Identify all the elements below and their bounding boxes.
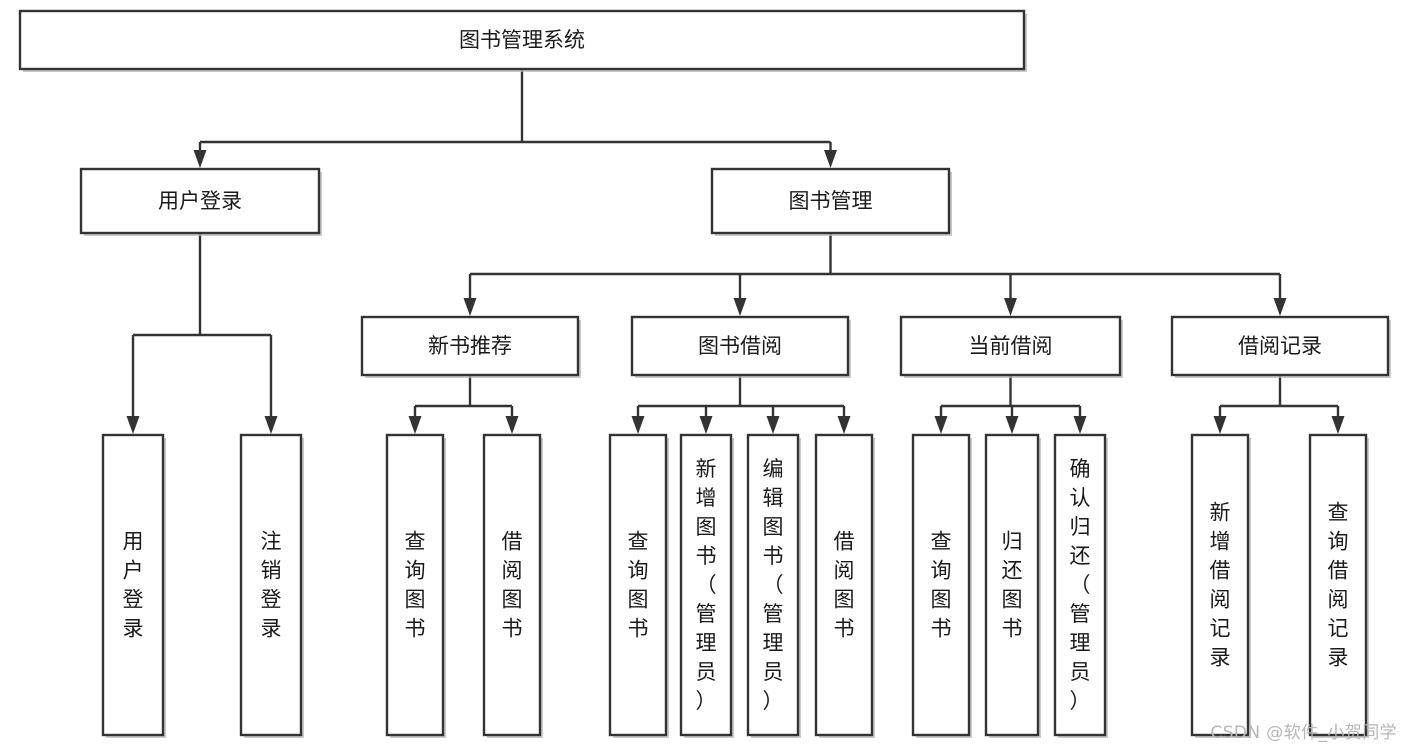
node-label: 查询图书 [931,530,952,641]
node-label: 图书借阅 [698,334,782,358]
node-label: 新增图书（管理员） [696,457,717,713]
node-label: 图书管理 [789,189,873,213]
node-label: 编辑图书（管理员） [763,457,784,713]
arrow-head-icon [824,150,837,168]
node-rect [360,315,580,377]
node-label: 注销登录 [261,530,282,641]
node-leaf-cur-confirm[interactable]: 确认归还（管理员） [1053,433,1108,738]
node-new-book-rec[interactable]: 新书推荐 [360,315,581,378]
arrow-head-icon [1213,416,1227,434]
node-leaf-cur-query[interactable]: 查询图书 [911,433,972,738]
node-label: 用户登录 [158,189,242,213]
node-rect [1053,433,1107,737]
arrow-head-icon [463,298,477,316]
node-label: 当前借阅 [969,334,1053,358]
node-leaf-rec-search[interactable]: 查询借阅记录 [1308,433,1369,738]
arrow-head-icon [264,416,278,434]
node-label: 图书管理系统 [459,28,585,52]
node-rect [101,433,165,737]
node-rect [482,433,542,737]
node-layer: 图书管理系统用户登录图书管理新书推荐图书借阅当前借阅借阅记录用户登录注销登录查询… [18,9,1391,738]
arrow-head-icon [631,416,645,434]
node-root[interactable]: 图书管理系统 [18,9,1027,72]
node-leaf-rec-query[interactable]: 查询图书 [385,433,446,738]
node-leaf-rec-add[interactable]: 新增借阅记录 [1190,433,1251,738]
node-leaf-user-login[interactable]: 用户登录 [101,433,166,738]
node-label: 查询图书 [405,530,426,641]
node-rect [385,433,445,737]
node-label: 确认归还（管理员） [1070,457,1091,713]
arrow-head-icon [1273,298,1287,316]
node-rect [746,433,800,737]
node-rect [679,433,733,737]
node-current-borrow[interactable]: 当前借阅 [899,315,1123,378]
arrow-head-icon [934,416,948,434]
arrow-head-icon [408,416,422,434]
node-leaf-borrow-query[interactable]: 查询图书 [608,433,669,738]
node-rect [608,433,668,737]
node-borrow-record[interactable]: 借阅记录 [1170,315,1391,378]
arrow-head-icon [193,150,207,168]
arrow-head-icon [1073,416,1087,434]
node-rect [911,433,971,737]
node-label: 借阅图书 [502,530,523,641]
arrow-head-icon [1331,416,1345,434]
arrow-head-icon [766,416,780,434]
node-rect [984,433,1040,737]
connector-layer [126,69,1345,434]
node-rect [79,167,321,235]
arrow-head-icon [699,416,713,434]
node-rect [710,167,951,235]
node-user-login[interactable]: 用户登录 [79,167,322,236]
node-leaf-user-logout[interactable]: 注销登录 [239,433,304,738]
arrow-head-icon [837,416,851,434]
node-label: 查询图书 [628,530,649,641]
node-label: 新书推荐 [428,334,512,358]
arrow-head-icon [505,416,519,434]
node-label: 归还图书 [1002,530,1023,641]
node-label: 借阅图书 [834,530,855,641]
arrow-head-icon [126,416,140,434]
arrow-head-icon [1005,416,1019,434]
node-label: 新增借阅记录 [1210,501,1231,670]
node-leaf-borrow-do[interactable]: 借阅图书 [814,433,875,738]
node-label: 用户登录 [123,530,144,641]
node-leaf-borrow-edit[interactable]: 编辑图书（管理员） [746,433,801,738]
node-leaf-rec-borrow[interactable]: 借阅图书 [482,433,543,738]
node-leaf-borrow-add[interactable]: 新增图书（管理员） [679,433,734,738]
arrow-head-icon [733,298,747,316]
node-rect [899,315,1122,377]
node-rect [1170,315,1390,377]
node-rect [814,433,874,737]
csdn-watermark: CSDN @软件_小贺同学 [1210,723,1397,743]
node-label: 借阅记录 [1238,334,1322,358]
node-rect [630,315,850,377]
node-rect [1308,433,1368,737]
node-rect [18,9,1026,71]
node-book-manage[interactable]: 图书管理 [710,167,952,236]
node-book-borrow[interactable]: 图书借阅 [630,315,851,378]
node-rect [1190,433,1250,737]
arrow-head-icon [1004,298,1017,316]
node-label: 查询借阅记录 [1328,501,1349,670]
node-rect [239,433,303,737]
node-leaf-cur-return[interactable]: 归还图书 [984,433,1041,738]
